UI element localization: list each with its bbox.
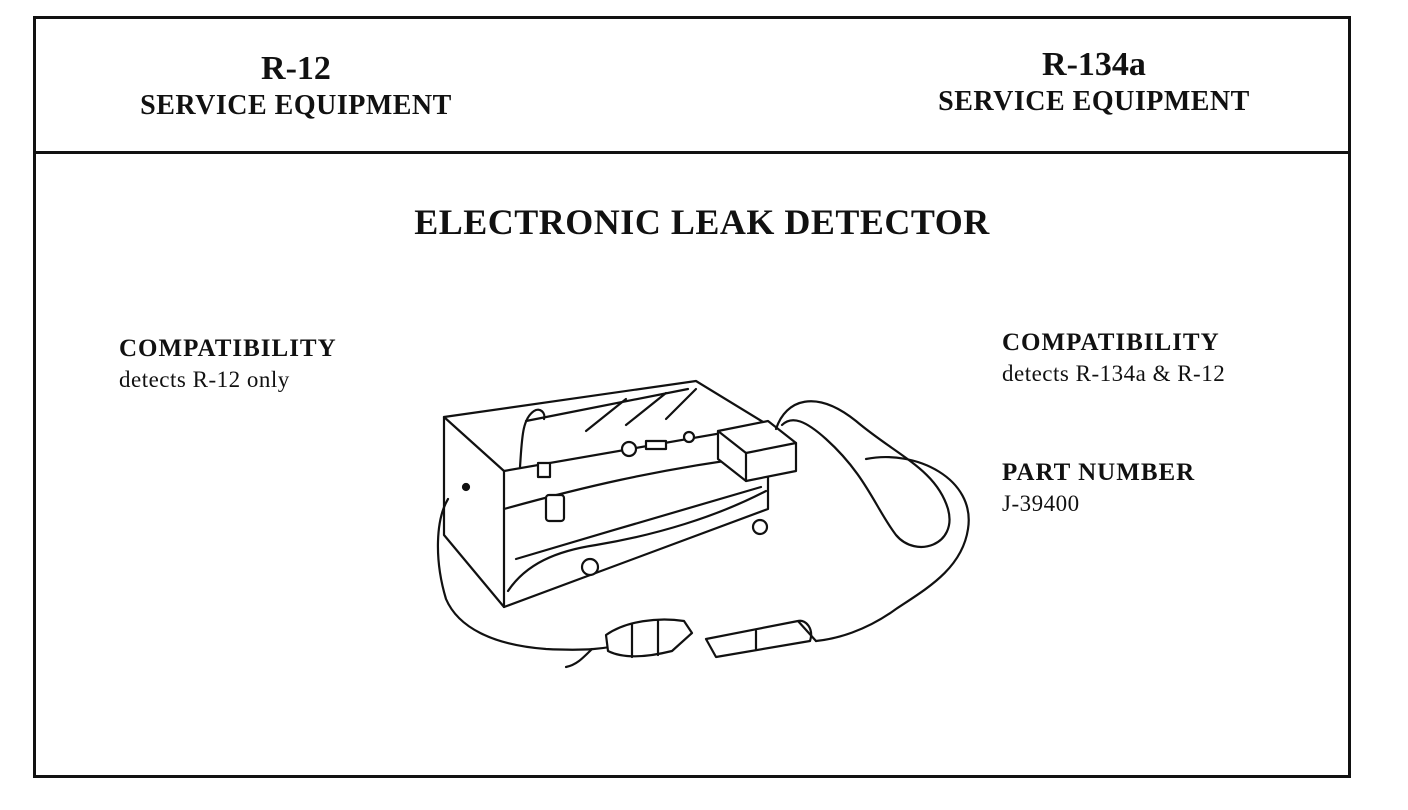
r134a-compatibility: COMPATIBILITY detects R-134a & R-12 bbox=[1002, 327, 1225, 389]
r134a-part-number: PART NUMBER J-39400 bbox=[1002, 457, 1195, 519]
r12-column-header: R-12 SERVICE EQUIPMENT bbox=[116, 49, 476, 123]
r12-service-equipment-label: SERVICE EQUIPMENT bbox=[140, 90, 452, 121]
r134a-compatibility-label: COMPATIBILITY bbox=[1002, 329, 1220, 356]
part-number-label: PART NUMBER bbox=[1002, 459, 1196, 486]
r12-compatibility-value: detects R-12 only bbox=[119, 367, 290, 392]
header-divider bbox=[36, 151, 1348, 154]
equipment-comparison-panel: R-12 SERVICE EQUIPMENT R-134a SERVICE EQ… bbox=[33, 16, 1351, 778]
leak-detector-illustration bbox=[436, 379, 970, 669]
r134a-service-equipment-label: SERVICE EQUIPMENT bbox=[938, 86, 1250, 117]
part-number-value: J-39400 bbox=[1002, 491, 1080, 516]
section-title: ELECTRONIC LEAK DETECTOR bbox=[414, 202, 990, 242]
r134a-code: R-134a bbox=[1042, 46, 1146, 83]
r134a-compatibility-value: detects R-134a & R-12 bbox=[1002, 361, 1226, 386]
r12-compatibility: COMPATIBILITY detects R-12 only bbox=[119, 333, 337, 395]
r12-compatibility-label: COMPATIBILITY bbox=[119, 335, 337, 362]
r134a-column-header: R-134a SERVICE EQUIPMENT bbox=[914, 45, 1274, 119]
r12-code: R-12 bbox=[261, 50, 331, 87]
